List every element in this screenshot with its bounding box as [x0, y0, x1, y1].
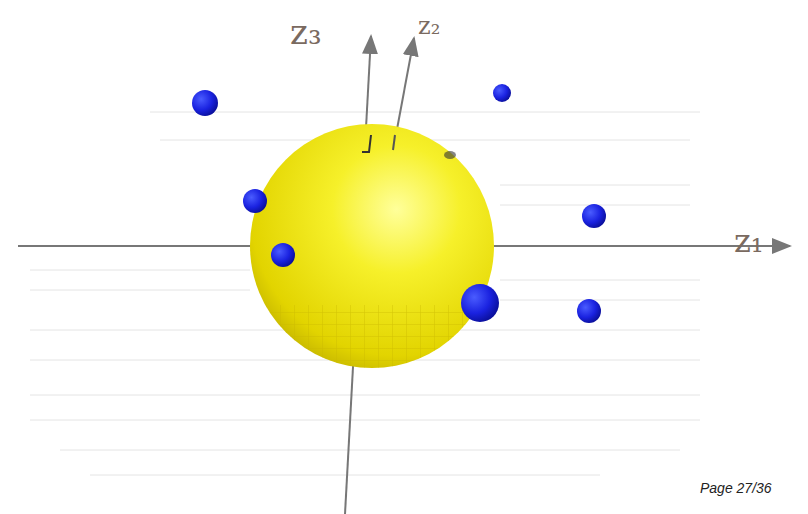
page-number: Page 27/36 — [700, 480, 772, 496]
axes — [18, 36, 790, 514]
sphere-grid — [250, 305, 494, 368]
grid-lines — [30, 112, 700, 475]
points — [192, 84, 606, 323]
axis-label: z₂ — [418, 12, 440, 40]
axis-label: z₁ — [734, 222, 764, 260]
sphere — [250, 124, 494, 368]
axis-label: z₃ — [290, 12, 322, 52]
